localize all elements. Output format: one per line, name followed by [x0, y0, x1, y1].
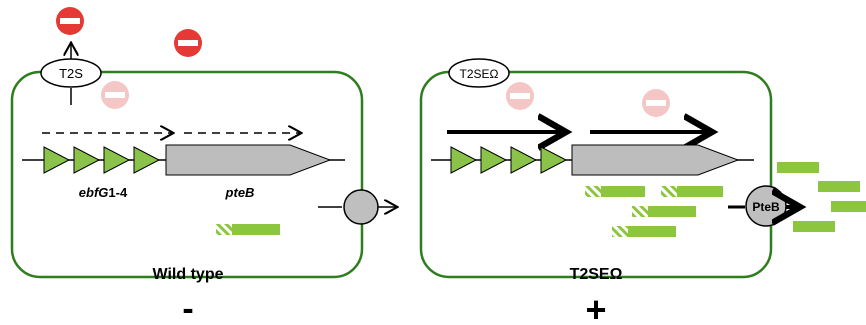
circle-transporter-icon [343, 189, 379, 225]
t2se-oval [448, 58, 510, 88]
ebfg-gene [133, 146, 161, 174]
ebfg-gene [43, 146, 71, 174]
no-entry-icon [56, 7, 84, 35]
hatched-protein [216, 224, 232, 235]
ebfg-gene [480, 146, 508, 174]
secreted-proteins [777, 162, 866, 232]
wild-type-sign: - [182, 290, 193, 325]
wild-type-caption: Wild type [153, 266, 224, 283]
t2se-sign: + [585, 289, 606, 325]
t2se-caption: T2SEΩ [570, 266, 623, 283]
ebfg-gene [450, 146, 478, 174]
accumulated-proteins [585, 186, 723, 237]
no-entry-icon [174, 29, 202, 57]
wild-type-panel: T2S ebfG1-4 pteB [10, 7, 396, 325]
no-entry-faded-icon [101, 81, 129, 109]
pteb-gene [571, 144, 740, 176]
t2s-label: T2S [59, 66, 83, 81]
no-entry-faded-icon [506, 82, 534, 110]
ebfg-gene [103, 146, 131, 174]
pteb-label: pteB [225, 185, 255, 200]
t2s-oval [40, 58, 102, 88]
ebfg-gene [510, 146, 538, 174]
pteb-transporter-label: PteB [752, 200, 780, 214]
ebfg-gene [73, 146, 101, 174]
pteb-gene [165, 144, 332, 176]
protein-bar [232, 224, 280, 235]
t2se-panel: T2SEΩ [419, 58, 866, 325]
ebfg-gene [540, 146, 568, 174]
ebfg-label: ebfG1-4 [79, 185, 128, 200]
t2se-oval-label: T2SEΩ [460, 67, 499, 81]
no-entry-faded-icon [642, 89, 670, 117]
